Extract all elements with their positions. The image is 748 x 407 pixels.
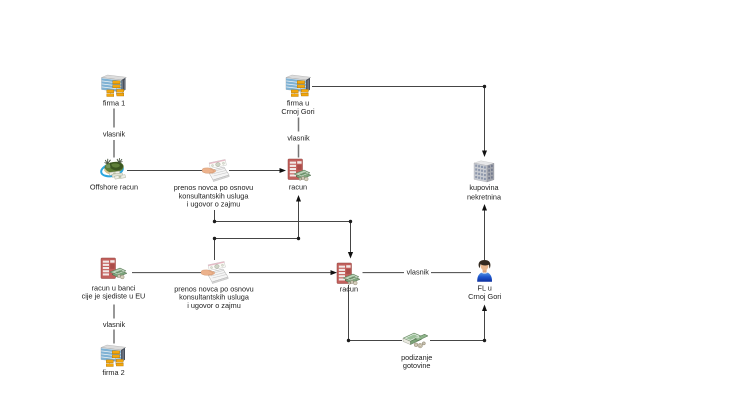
svg-text:vlasnik: vlasnik xyxy=(407,268,430,277)
svg-text:podizanje: podizanje xyxy=(401,353,432,362)
svg-text:firma 1: firma 1 xyxy=(103,99,125,108)
svg-text:vlasnik: vlasnik xyxy=(103,320,126,329)
svg-text:racun: racun xyxy=(340,284,358,293)
svg-text:Offshore racun: Offshore racun xyxy=(90,183,138,192)
svg-text:FL u: FL u xyxy=(478,284,492,293)
svg-text:i ugovor o zajmu: i ugovor o zajmu xyxy=(187,301,241,310)
svg-text:cije je sjediste u EU: cije je sjediste u EU xyxy=(82,292,146,301)
svg-text:prenos novca po osnovu: prenos novca po osnovu xyxy=(174,284,254,293)
svg-text:konsultantskih usluga: konsultantskih usluga xyxy=(179,293,250,302)
svg-text:Crnoj Gori: Crnoj Gori xyxy=(468,292,502,301)
svg-text:nekretnina: nekretnina xyxy=(467,192,502,201)
svg-text:prenos novca po osnovu: prenos novca po osnovu xyxy=(174,183,254,192)
svg-text:vlasnik: vlasnik xyxy=(287,134,310,143)
svg-text:i ugovor o zajmu: i ugovor o zajmu xyxy=(187,200,241,209)
svg-text:konsultantskih usluga: konsultantskih usluga xyxy=(179,191,250,200)
svg-text:firma u: firma u xyxy=(287,99,309,108)
svg-text:racun: racun xyxy=(289,183,307,192)
svg-text:vlasnik: vlasnik xyxy=(103,129,126,138)
svg-text:gotovine: gotovine xyxy=(403,361,431,370)
svg-text:firma 2: firma 2 xyxy=(102,368,124,377)
svg-text:racun u banci: racun u banci xyxy=(92,283,136,292)
svg-text:Crnoj Gori: Crnoj Gori xyxy=(281,107,315,116)
svg-text:kupovina: kupovina xyxy=(469,183,499,192)
